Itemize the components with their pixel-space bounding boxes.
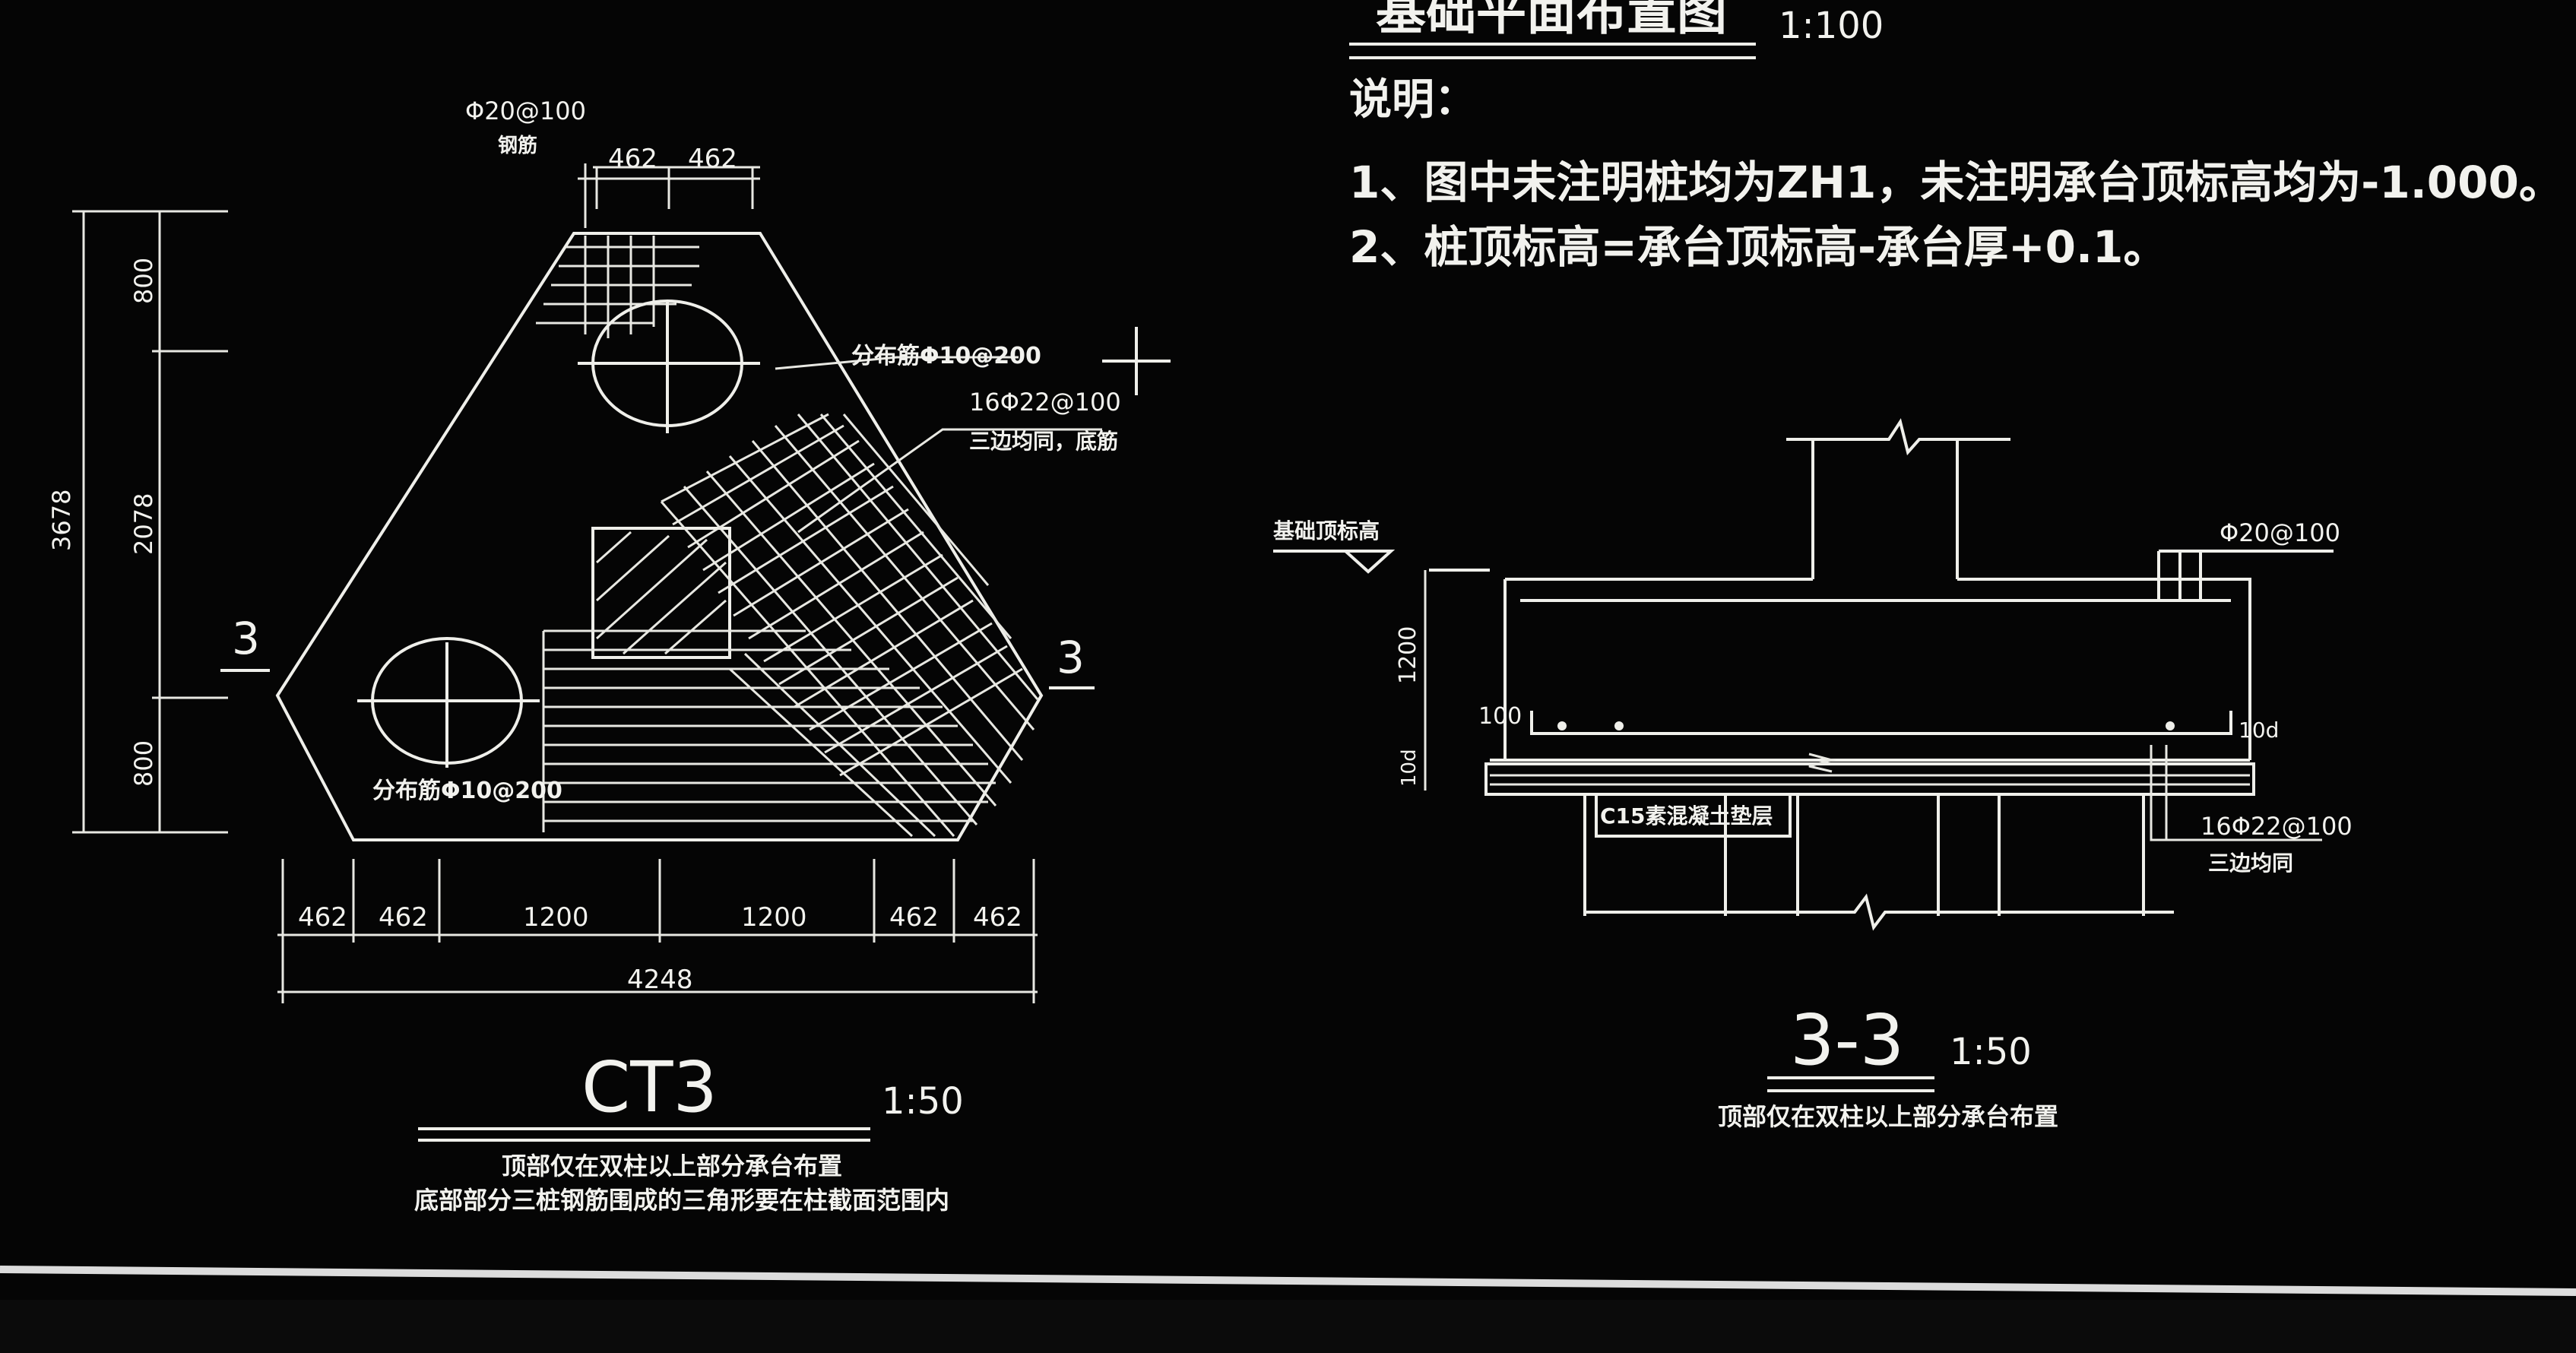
ct3-caption-line-1: 顶部仅在双柱以上部分承台布置 [502,1152,842,1180]
section-scale: 1:50 [1950,1031,2032,1073]
column-section [591,527,731,659]
note-line-1: 1、图中未注明桩均为ZH1，未注明承台顶标高均为-1.000。 [1349,157,2563,208]
notes-heading: 说明： [1349,75,1477,125]
section-mark-right: 3 [1049,632,1095,689]
dist-bar-label-lower: 分布筋Φ10@200 [372,778,562,804]
ct3-pile-cap-plan: Φ20@100 钢筋 分布筋Φ10@200 16Φ22@100 三边均同，底筋 … [47,97,1121,1215]
rebar-top-sublabel: 钢筋 [498,134,537,157]
crosshair-cursor-icon [1102,327,1171,395]
svg-text:3678: 3678 [47,490,76,551]
bottom-bar-label: 16Φ22@100 [2201,812,2353,841]
bottom-bar-sublabel: 三边均同 [2208,851,2293,876]
left-dimension: 800 2078 800 3678 [47,210,228,834]
screen-bezel-edge [0,1266,2576,1296]
svg-text:3: 3 [1057,632,1085,683]
svg-text:462: 462 [608,144,657,174]
right-cover-label: 10d [2239,718,2279,743]
bottom-dimension: 462 462 1200 1200 462 462 4248 [277,859,1038,1003]
blinding-hatch [1490,774,2250,786]
svg-text:1200: 1200 [523,902,589,933]
note-line-2: 2、桩顶标高=承台顶标高-承台厚+0.1。 [1349,221,2167,273]
ct3-scale: 1:50 [882,1080,964,1123]
plan-title-block: 基础平面布置图 1:100 [1349,0,1884,59]
svg-text:462: 462 [688,144,737,174]
rebar-top-label: Φ20@100 [465,97,586,125]
bottom-rebar-diagonal [660,413,1039,838]
pile-top [578,299,760,433]
svg-text:800: 800 [129,258,158,304]
notes-block: 说明： 1、图中未注明桩均为ZH1，未注明承台顶标高均为-1.000。 2、桩顶… [1349,75,2563,273]
plan-scale: 1:100 [1779,5,1884,47]
ground-level-label: 基础顶标高 [1273,518,1380,543]
ct3-title: CT3 [581,1047,718,1128]
svg-text:462: 462 [379,902,428,933]
section-caption: 顶部仅在双柱以上部分承台布置 [1718,1102,2058,1131]
top-dimension: 462 462 [578,144,760,209]
svg-text:462: 462 [889,902,939,933]
main-bar-sublabel: 三边均同，底筋 [969,429,1118,454]
svg-text:2078: 2078 [129,493,158,555]
svg-text:800: 800 [129,740,158,787]
section-title: 3-3 [1790,1000,1904,1081]
plan-title: 基础平面布置图 [1376,0,1727,41]
pile-bottom-left [357,637,540,768]
pile-cap-outline [275,232,1044,841]
svg-text:4248: 4248 [627,965,693,995]
top-bar-label: Φ20@100 [2220,518,2340,547]
svg-text:3: 3 [232,613,260,664]
dist-bar-label-upper: 分布筋Φ10@200 [851,343,1041,369]
svg-text:462: 462 [973,902,1022,933]
section-mark-left: 3 [220,613,270,672]
main-bar-label: 16Φ22@100 [969,388,1121,417]
section-3-3: 基础顶标高 Φ20@100 100 10d 1200 10d C15素混凝 [1273,418,2353,1131]
concrete-label: C15素混凝土垫层 [1600,803,1773,829]
screen-bezel [0,1300,2576,1353]
left-cover-label: 10d [1398,749,1421,787]
svg-text:462: 462 [298,902,347,933]
svg-text:1200: 1200 [741,902,807,933]
cover-label: 100 [1478,703,1522,730]
top-rebar-hatch [536,236,699,338]
depth-label: 1200 [1395,626,1421,684]
ct3-caption-line-2: 底部部分三桩钢筋围成的三角形要在柱截面范围内 [414,1186,949,1215]
